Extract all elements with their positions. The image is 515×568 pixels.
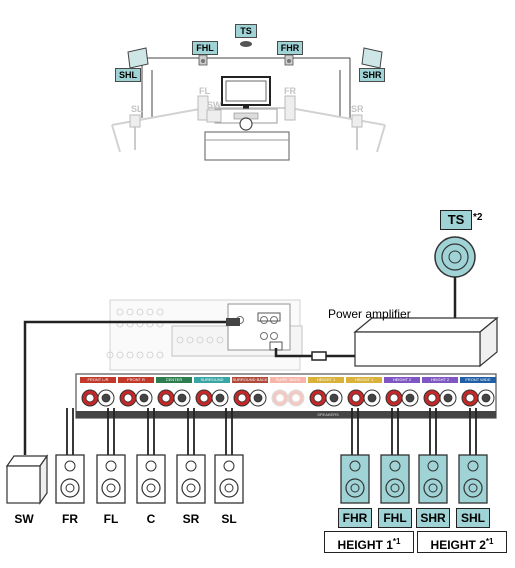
channel-color-bar	[232, 377, 268, 383]
speaker-terminal-core	[367, 393, 377, 403]
room-fl-label: FL	[199, 86, 210, 96]
speaker-terminal-core	[85, 393, 95, 403]
room-fhl-tag: FHL	[192, 41, 218, 55]
speaker-shr	[418, 454, 448, 504]
speaker-sr	[176, 454, 206, 504]
channel-label: FRONT R	[127, 377, 145, 382]
speaker-terminal-core	[101, 393, 111, 403]
channel-color-bar	[384, 377, 420, 383]
ts-room-speaker	[240, 41, 252, 47]
speaker-terminal-core	[237, 393, 247, 403]
speaker-terminal-core	[443, 393, 453, 403]
label-sr: SR	[182, 512, 200, 526]
channel-label: HEIGHT 2	[392, 377, 412, 382]
tag-shr: SHR	[416, 508, 450, 528]
channel-label: FRONT L/R	[87, 377, 109, 382]
channel-color-bar	[194, 377, 230, 383]
speaker-terminal-core	[351, 393, 361, 403]
channel-color-bar	[156, 377, 192, 383]
speaker-terminal-core	[215, 393, 225, 403]
shr-room-speaker	[361, 47, 383, 69]
ts-footnote: *2	[473, 212, 483, 223]
group-height2: HEIGHT 2*1	[417, 531, 507, 553]
speaker-terminal-core	[275, 393, 285, 403]
channel-color-bar	[422, 377, 458, 383]
speaker-shl	[458, 454, 488, 504]
group-height2-note: *1	[485, 537, 494, 546]
speaker-wires	[66, 408, 477, 455]
group-height2-text: HEIGHT 2	[430, 538, 486, 552]
speaker-terminal-core	[481, 393, 491, 403]
label-sl: SL	[221, 512, 237, 526]
cables	[23, 318, 355, 455]
room-ts-tag: TS	[235, 24, 257, 38]
tag-fhr: FHR	[338, 508, 372, 528]
speakers-strip-label: SPEAKERS	[317, 412, 339, 417]
label-fr: FR	[62, 512, 78, 526]
speaker-terminal-core	[427, 393, 437, 403]
speaker-terminal-core	[329, 393, 339, 403]
speaker-terminal-core	[139, 393, 149, 403]
channel-label: SURR. BACK	[275, 377, 301, 382]
label-c: C	[146, 512, 156, 526]
speaker-terminal-strip	[75, 373, 497, 419]
channel-label: CENTER	[165, 377, 183, 382]
group-height1-text: HEIGHT 1	[337, 538, 393, 552]
shl-room-speaker	[127, 47, 149, 69]
channel-color-bar	[270, 377, 306, 383]
channel-label: FRONT WIDE	[465, 377, 491, 382]
speaker-c	[136, 454, 166, 504]
room-shr-tag: SHR	[359, 68, 385, 82]
label-fl: FL	[103, 512, 119, 526]
group-height1: HEIGHT 1*1	[324, 531, 414, 553]
speaker-fhl	[380, 454, 410, 504]
channel-label: HEIGHT 2	[430, 377, 450, 382]
speaker-terminal-core	[253, 393, 263, 403]
speaker-terminal-core	[177, 393, 187, 403]
channel-color-bar	[308, 377, 344, 383]
channel-color-bar	[346, 377, 382, 383]
speaker-terminal-core	[199, 393, 209, 403]
channel-label: SURROUND	[200, 377, 224, 382]
sofa	[204, 131, 290, 161]
subwoofer	[5, 454, 49, 505]
speaker-fr	[55, 454, 85, 504]
speaker-fl	[96, 454, 126, 504]
label-sw: SW	[14, 512, 34, 526]
speaker-terminal-core	[313, 393, 323, 403]
tag-shl: SHL	[456, 508, 490, 528]
power-amplifier-label: Power amplifier	[328, 307, 411, 321]
group-height1-note: *1	[392, 537, 401, 546]
ts-tag: TS	[440, 210, 472, 230]
speaker-fhr	[340, 454, 370, 504]
room-sr-label: SR	[351, 104, 364, 114]
room-sw-label: SW	[207, 100, 222, 110]
room-shl-tag: SHL	[115, 68, 141, 82]
channel-label: HEIGHT 1	[316, 377, 336, 382]
speaker-terminal-core	[161, 393, 171, 403]
power-amplifier-group	[353, 236, 499, 368]
room-fr-label: FR	[284, 86, 296, 96]
speaker-terminal-core	[405, 393, 415, 403]
speaker-sl	[214, 454, 244, 504]
channel-color-bar	[118, 377, 154, 383]
room-layout	[111, 41, 386, 161]
speaker-terminal-core	[123, 393, 133, 403]
receiver-back-panel	[106, 299, 303, 371]
room-sl-label: SL	[131, 104, 143, 114]
power-amplifier-box	[354, 331, 481, 367]
speaker-terminal-core	[465, 393, 475, 403]
channel-color-bar	[460, 377, 496, 383]
channel-label: SURROUND BACK	[232, 377, 268, 382]
channel-label: HEIGHT 1	[354, 377, 374, 382]
speaker-terminal-core	[291, 393, 301, 403]
room-fhr-tag: FHR	[277, 41, 303, 55]
tag-fhl: FHL	[378, 508, 412, 528]
speaker-terminal-core	[389, 393, 399, 403]
channel-color-bar	[80, 377, 116, 383]
